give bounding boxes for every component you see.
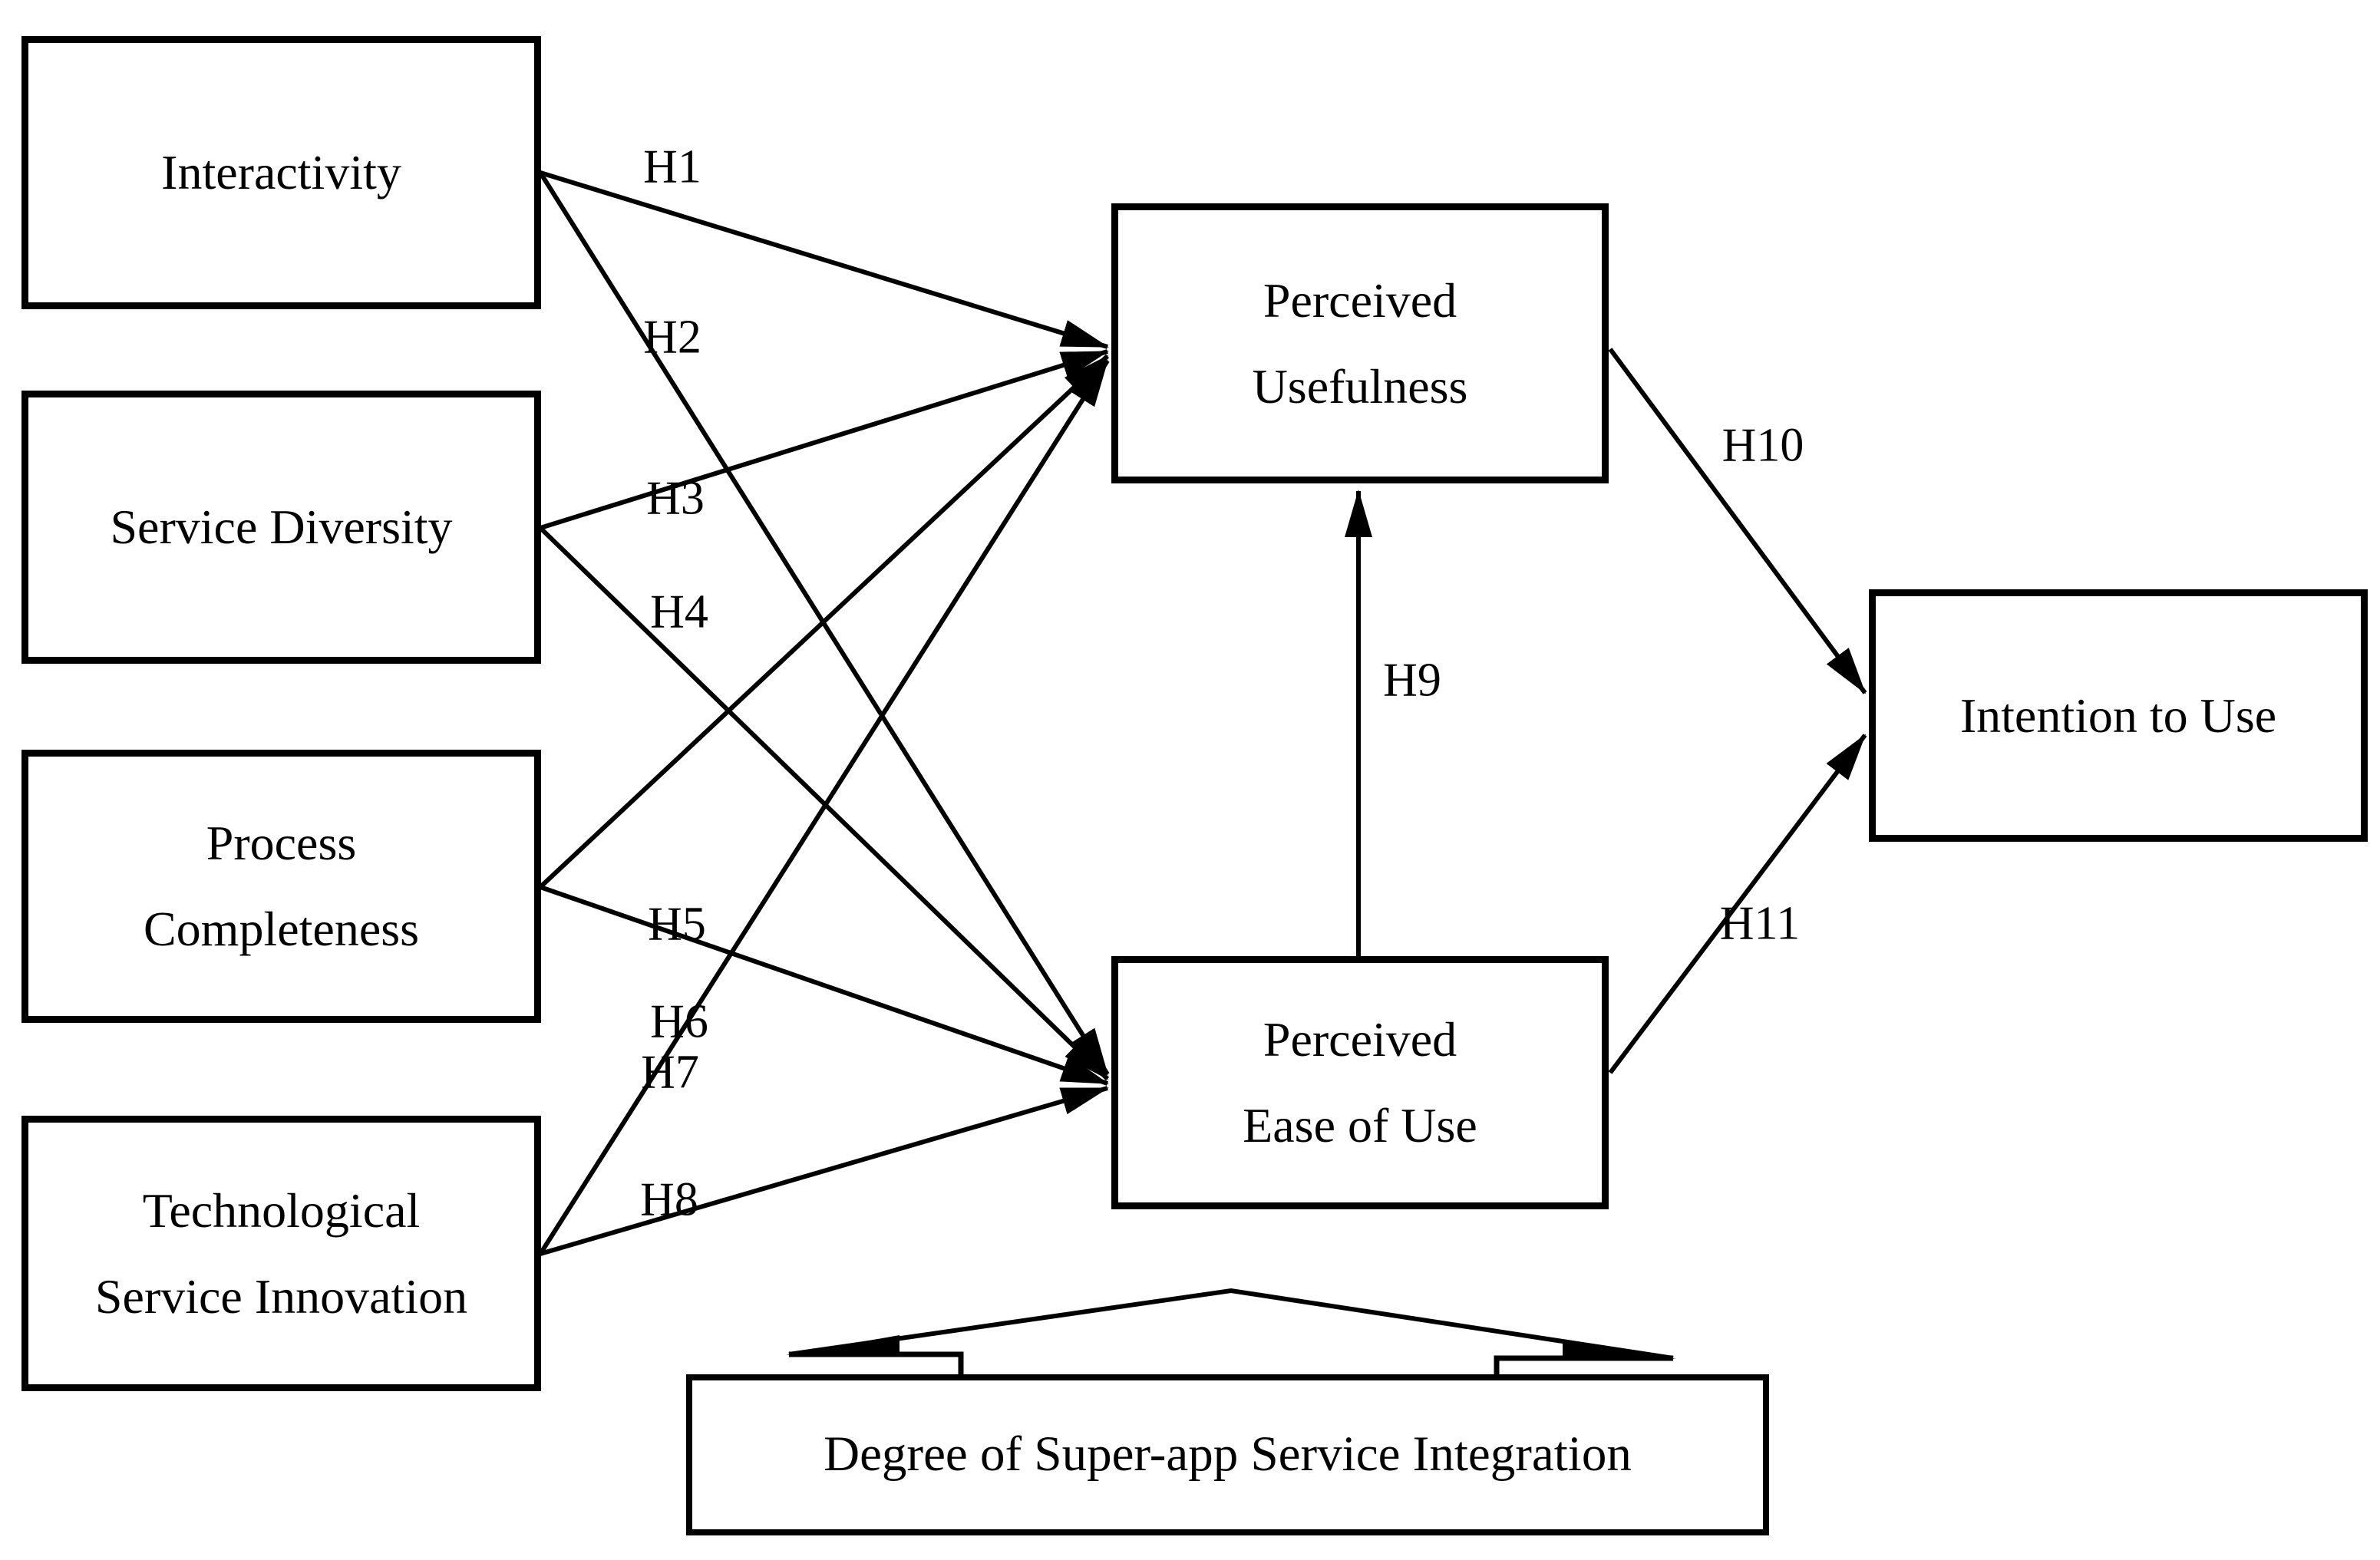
node-interactivity: Interactivity — [21, 36, 541, 309]
node-service-diversity: Service Diversity — [21, 391, 541, 664]
edge-label-h5: H5 — [648, 898, 706, 951]
edge-h10-line — [1608, 348, 1867, 694]
node-process-completeness-label: Process Completeness — [143, 816, 420, 956]
edge-h8-line — [540, 1086, 1109, 1256]
node-technological-service-innovation: Technological Service Innovation — [21, 1116, 541, 1391]
edge-label-h7: H7 — [641, 1046, 699, 1099]
edge-label-h4: H4 — [650, 585, 708, 638]
moderator-right-arrowhead-icon — [1563, 1339, 1676, 1359]
moderator-left-arrowhead-icon — [786, 1335, 900, 1355]
edge-label-h10: H10 — [1721, 419, 1804, 472]
node-perceived-usefulness: Perceived Usefulness — [1111, 203, 1609, 483]
node-perceived-usefulness-label: Perceived Usefulness — [1252, 272, 1468, 414]
node-perceived-ease-of-use-label: Perceived Ease of Use — [1243, 1012, 1477, 1153]
node-interactivity-label: Interactivity — [161, 145, 401, 200]
node-intention-to-use-label: Intention to Use — [1959, 688, 2277, 743]
node-process-completeness: Process Completeness — [21, 750, 541, 1023]
edge-label-h11: H11 — [1719, 897, 1801, 950]
edge-h7-line — [538, 359, 1110, 1255]
edge-label-h6: H6 — [650, 995, 708, 1048]
node-service-diversity-label: Service Diversity — [110, 500, 453, 554]
moderator-left-cap — [789, 1351, 964, 1376]
edge-h3-line — [540, 349, 1109, 530]
edge-label-h3: H3 — [646, 472, 705, 525]
edge-h11-line — [1608, 734, 1867, 1074]
edge-h5-line — [538, 354, 1110, 889]
edge-label-h9: H9 — [1383, 654, 1441, 707]
node-perceived-ease-of-use: Perceived Ease of Use — [1111, 956, 1609, 1209]
moderator-right-cap — [1494, 1355, 1673, 1380]
edge-h6-line — [540, 885, 1109, 1086]
edge-label-h1: H1 — [643, 140, 701, 193]
moderator-roof-line — [788, 1288, 1674, 1360]
edge-h1-line — [540, 170, 1109, 349]
edge-label-h8: H8 — [640, 1173, 698, 1226]
node-moderator-integration-label: Degree of Super-app Service Integration — [824, 1426, 1632, 1482]
node-moderator-integration: Degree of Super-app Service Integration — [686, 1374, 1769, 1535]
edge-label-h2: H2 — [643, 311, 701, 364]
node-intention-to-use: Intention to Use — [1869, 589, 2368, 842]
node-technological-service-innovation-label: Technological Service Innovation — [94, 1182, 468, 1324]
